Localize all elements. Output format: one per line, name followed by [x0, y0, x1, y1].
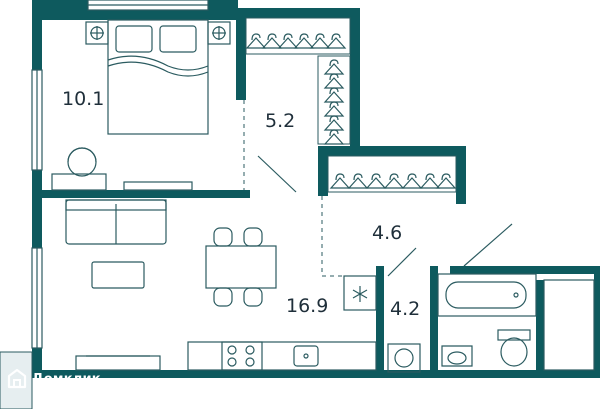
watermark-text: Домклик — [32, 371, 101, 387]
room-area-wardrobe: 5.2 — [265, 110, 296, 132]
wardrobe-hall — [327, 155, 457, 193]
rug — [91, 261, 145, 289]
room-area-bath: 4.2 — [390, 298, 421, 320]
room-area-hall: 4.6 — [372, 222, 403, 244]
room-area-bedroom: 10.1 — [62, 88, 105, 110]
dresser — [123, 181, 193, 191]
dining-set — [205, 227, 277, 307]
nightstands — [85, 21, 231, 45]
kitchen — [187, 275, 377, 371]
bathroom — [387, 273, 595, 373]
bed — [107, 19, 209, 135]
walls — [32, 0, 600, 378]
tv-stand — [75, 355, 161, 371]
sofa — [65, 199, 167, 245]
armchair — [51, 147, 107, 191]
domclick-logo-icon — [7, 368, 27, 389]
room-area-living: 16.9 — [286, 295, 329, 317]
wardrobe-side — [317, 55, 351, 145]
windows — [31, 0, 209, 349]
doors — [257, 155, 513, 277]
watermark: Домклик — [6, 368, 101, 390]
wardrobe-top — [245, 17, 351, 55]
